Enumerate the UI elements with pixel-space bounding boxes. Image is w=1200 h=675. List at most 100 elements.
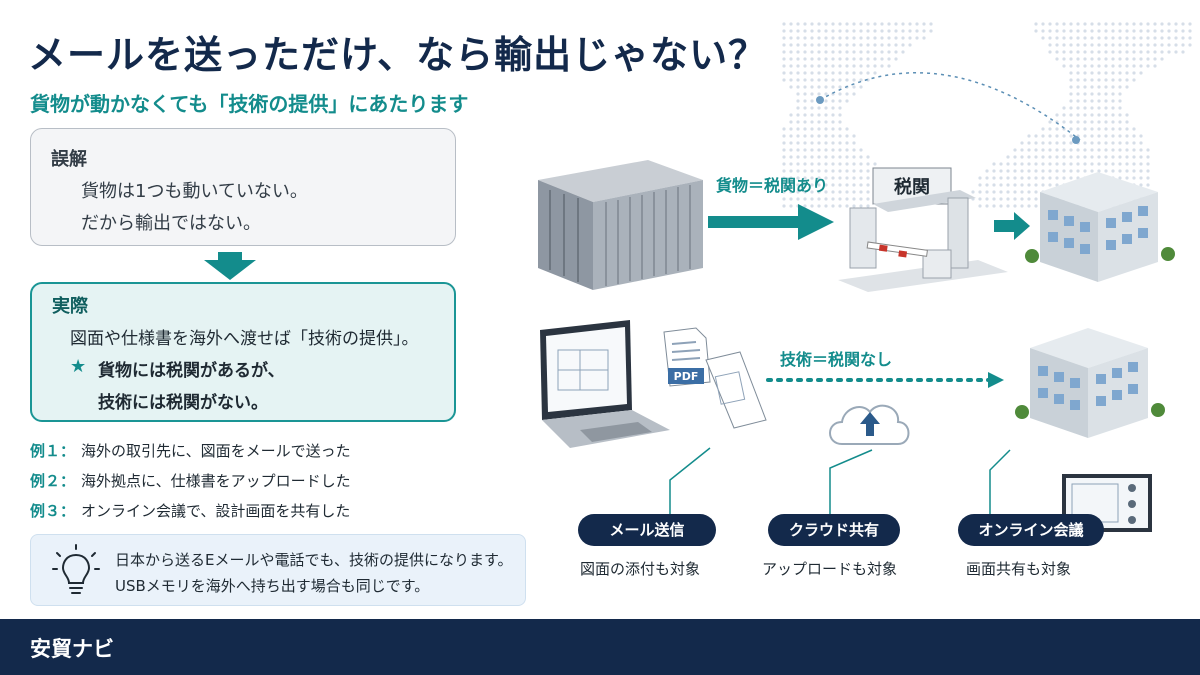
map-dot xyxy=(1090,64,1094,68)
map-dot xyxy=(1111,99,1115,103)
map-dot xyxy=(782,176,786,180)
map-dot xyxy=(887,43,891,47)
map-dot xyxy=(824,113,828,117)
map-dot xyxy=(803,155,807,159)
map-dot xyxy=(1083,148,1087,152)
map-dot xyxy=(1090,43,1094,47)
brand-logo: 安貿ナビ xyxy=(30,637,114,661)
map-dot xyxy=(1055,148,1059,152)
map-dot xyxy=(1027,183,1031,187)
map-dot xyxy=(887,50,891,54)
map-dot xyxy=(859,50,863,54)
map-dot xyxy=(1097,92,1101,96)
map-dot xyxy=(803,22,807,26)
map-dot xyxy=(1069,22,1073,26)
map-dot xyxy=(810,22,814,26)
map-dot xyxy=(789,141,793,145)
map-dot xyxy=(1104,148,1108,152)
map-dot xyxy=(1048,183,1052,187)
map-dot xyxy=(810,162,814,166)
map-dot xyxy=(1083,92,1087,96)
map-dot xyxy=(1111,57,1115,61)
map-dot xyxy=(1062,134,1066,138)
map-dot xyxy=(1055,183,1059,187)
map-dot xyxy=(838,176,842,180)
map-dot xyxy=(1055,134,1059,138)
map-dot xyxy=(831,120,835,124)
map-dot xyxy=(824,134,828,138)
map-dot xyxy=(894,50,898,54)
note-line-2: USBメモリを海外へ持ち出す場合も同じです。 xyxy=(115,577,430,595)
map-dot xyxy=(1097,29,1101,33)
map-dot xyxy=(887,36,891,40)
map-dot xyxy=(880,43,884,47)
map-dot xyxy=(1104,169,1108,173)
map-dot xyxy=(796,50,800,54)
map-dot xyxy=(1111,134,1115,138)
map-dot xyxy=(1076,113,1080,117)
map-dot xyxy=(1090,50,1094,54)
map-dot xyxy=(782,57,786,61)
map-dot xyxy=(866,169,870,173)
map-dot xyxy=(824,57,828,61)
map-dot xyxy=(789,155,793,159)
map-dot xyxy=(1139,169,1143,173)
map-dot xyxy=(1111,29,1115,33)
map-dot xyxy=(1104,106,1108,110)
map-dot xyxy=(796,169,800,173)
map-dot xyxy=(1090,148,1094,152)
map-dot xyxy=(824,183,828,187)
map-dot xyxy=(1083,141,1087,145)
map-dot xyxy=(1020,148,1024,152)
map-dot xyxy=(859,78,863,82)
map-dot xyxy=(852,190,856,194)
map-dot xyxy=(838,127,842,131)
map-dot xyxy=(845,141,849,145)
map-dot xyxy=(838,57,842,61)
map-dot xyxy=(1111,50,1115,54)
map-dot xyxy=(1111,155,1115,159)
example-label: 例３： xyxy=(30,502,76,520)
map-dot xyxy=(817,176,821,180)
map-dot xyxy=(1069,176,1073,180)
map-dot xyxy=(824,176,828,180)
map-dot xyxy=(845,43,849,47)
map-dot xyxy=(866,162,870,166)
map-dot xyxy=(831,141,835,145)
map-dot xyxy=(852,85,856,89)
map-dot xyxy=(908,22,912,26)
map-dot xyxy=(789,71,793,75)
map-dot xyxy=(1020,204,1024,208)
map-dot xyxy=(901,43,905,47)
map-dot xyxy=(810,155,814,159)
example-item: 例３：オンライン会議で、設計画面を共有した xyxy=(30,500,350,521)
map-dot xyxy=(838,134,842,138)
map-dot xyxy=(782,155,786,159)
map-dot xyxy=(1076,92,1080,96)
map-dot xyxy=(817,169,821,173)
map-dot xyxy=(1090,78,1094,82)
map-dot xyxy=(1118,57,1122,61)
map-dot xyxy=(1076,43,1080,47)
map-dot xyxy=(908,29,912,33)
map-dot xyxy=(1034,176,1038,180)
map-dot xyxy=(1146,183,1150,187)
map-dot xyxy=(880,57,884,61)
map-dot xyxy=(831,134,835,138)
map-dot xyxy=(1104,71,1108,75)
map-dot xyxy=(1125,71,1129,75)
tech-label: 技術＝税関なし xyxy=(780,350,893,369)
map-dot xyxy=(852,148,856,152)
map-dot xyxy=(859,162,863,166)
map-dot xyxy=(1062,113,1066,117)
map-dot xyxy=(999,190,1003,194)
map-dot xyxy=(1111,22,1115,26)
map-dot xyxy=(1090,99,1094,103)
map-dot xyxy=(1055,50,1059,54)
map-dot xyxy=(838,92,842,96)
map-dot xyxy=(1090,141,1094,145)
map-dot xyxy=(1118,106,1122,110)
map-dot xyxy=(1027,176,1031,180)
map-dot xyxy=(838,64,842,68)
customs-gate-icon: 税関 xyxy=(838,167,1008,292)
